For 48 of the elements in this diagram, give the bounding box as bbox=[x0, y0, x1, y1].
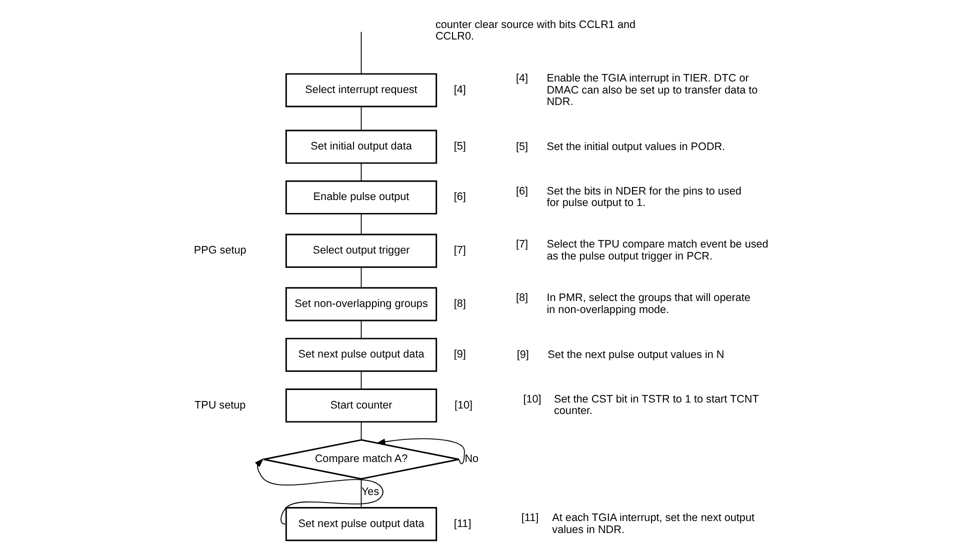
node-label: [7] bbox=[453, 244, 466, 257]
connector bbox=[360, 266, 362, 288]
label: [5] bbox=[515, 141, 528, 154]
label: Select the TPU compare match event be used as the pulse output trigger in PCR. bbox=[546, 238, 768, 262]
label: [7] bbox=[515, 238, 528, 251]
label: PPG setup bbox=[193, 244, 246, 257]
arrow bbox=[376, 438, 464, 464]
label: Set the next pulse output values in N bbox=[547, 349, 724, 362]
node-box: Select interrupt request bbox=[284, 73, 437, 108]
connector bbox=[360, 478, 362, 508]
node-label: [9] bbox=[453, 348, 466, 361]
node-box: Set initial output data bbox=[284, 130, 437, 164]
connector bbox=[360, 370, 362, 390]
label: TPU setup bbox=[194, 399, 246, 412]
edge-label: Yes bbox=[360, 486, 379, 498]
connector bbox=[360, 31, 362, 74]
node-label: [8] bbox=[453, 298, 466, 310]
connector bbox=[360, 422, 362, 440]
node-box: Enable pulse output bbox=[284, 180, 437, 214]
label: [4] bbox=[515, 72, 528, 85]
node-label: [4] bbox=[453, 84, 466, 96]
node-box: Select output trigger bbox=[284, 234, 437, 268]
label: Set the bits in NDER for the pins to used for pulse output to 1. bbox=[546, 185, 741, 210]
arrow bbox=[254, 458, 383, 525]
node-label: [11] bbox=[453, 518, 471, 530]
node-label: [5] bbox=[453, 140, 466, 153]
label: [11] bbox=[520, 512, 538, 524]
node-box: Start counter bbox=[284, 388, 437, 423]
node-box: Set next pulse output data bbox=[284, 507, 437, 542]
node-box: Set next pulse output data bbox=[284, 338, 437, 372]
label: counter clear source with bits CCLR1 and CCLR0. bbox=[434, 18, 636, 43]
label: Set the CST bit in TSTR to 1 to start TCNT counter. bbox=[553, 393, 758, 418]
label: [10] bbox=[522, 393, 541, 406]
label: [8] bbox=[515, 292, 528, 304]
label: In PMR, select the groups that will operate in non-overlapping mode. bbox=[546, 292, 750, 316]
node-box: Set non-overlapping groups bbox=[284, 287, 437, 322]
label: Set the initial output values in PODR. bbox=[546, 141, 725, 154]
connector bbox=[360, 320, 362, 339]
edge-label: No bbox=[464, 453, 478, 466]
label: [6] bbox=[515, 185, 528, 198]
connector bbox=[360, 213, 362, 235]
connector bbox=[360, 162, 362, 182]
node-label: [10] bbox=[454, 399, 472, 412]
connector bbox=[360, 106, 362, 131]
label: Enable the TGIA interrupt in TIER. DTC or DMAC can also be set up to transfer data to NDR. bbox=[546, 72, 758, 108]
node-label: [6] bbox=[453, 191, 466, 204]
label: At each TGIA interrupt, set the next output values in NDR. bbox=[552, 512, 754, 536]
label: [9] bbox=[516, 349, 528, 362]
